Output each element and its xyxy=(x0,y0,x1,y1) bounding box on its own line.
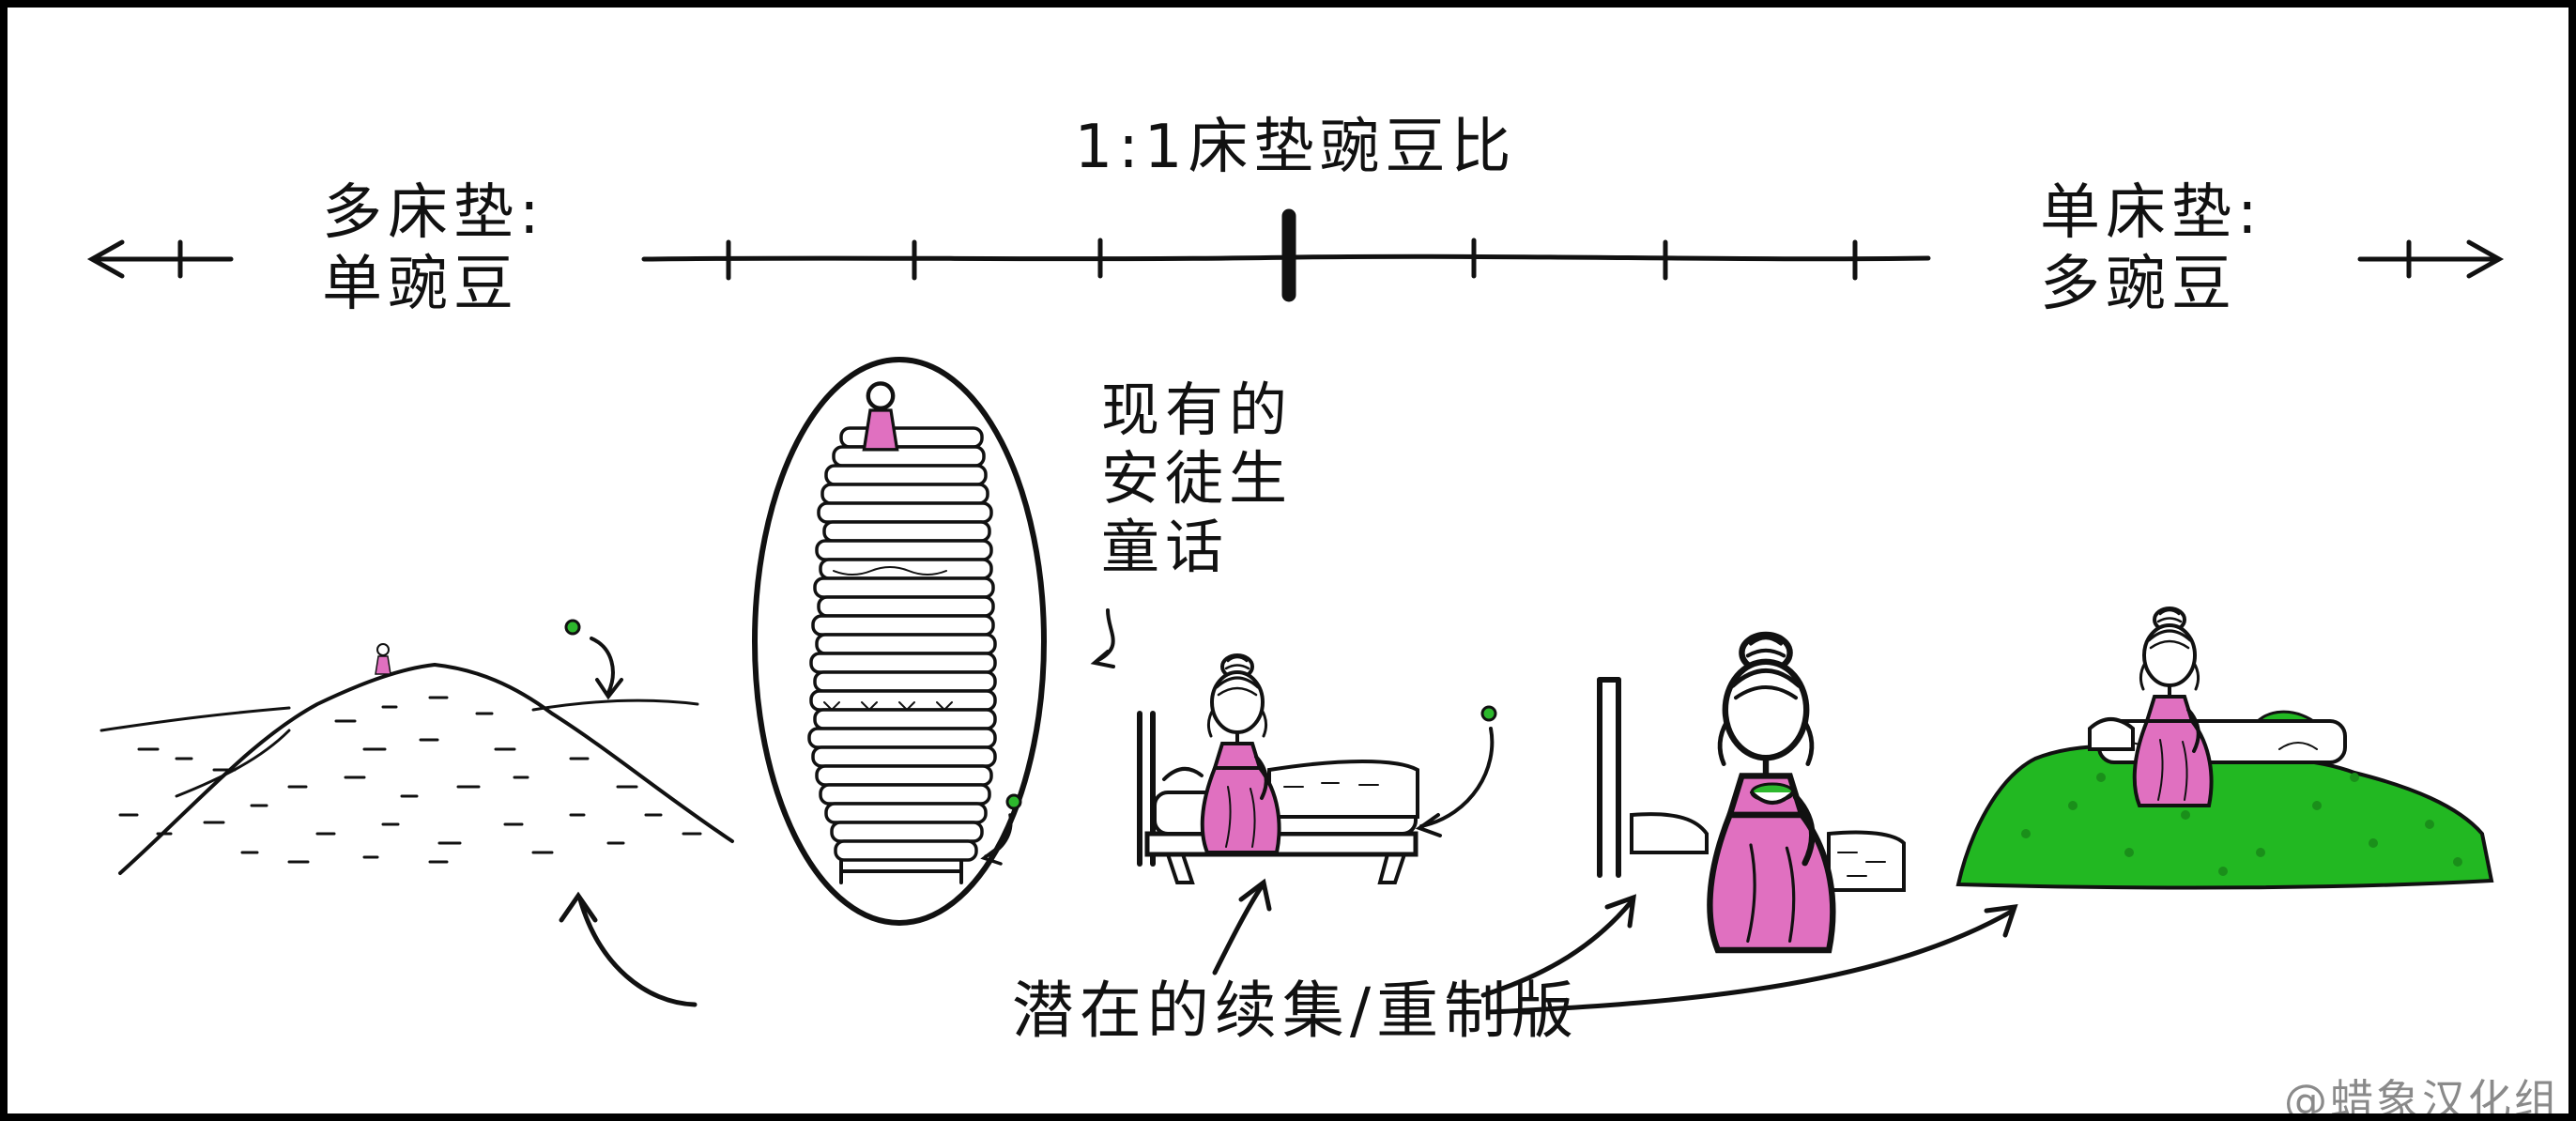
original-tale-label: 现有的 安徒生 童话 xyxy=(1101,376,1293,581)
highlight-oval xyxy=(752,357,1047,926)
mountain-hatching xyxy=(118,696,702,864)
watermark: @蜡象汉化组 xyxy=(2284,1075,2560,1121)
pea-pile xyxy=(1955,744,2494,890)
scale-title: 1:1床垫豌豆比 xyxy=(1074,113,1517,182)
right-extreme-label: 单床垫: 多豌豆 xyxy=(2040,178,2263,320)
ratio-scale xyxy=(86,208,2505,302)
comic-illustration xyxy=(86,208,2505,1015)
right-arrowhead-icon xyxy=(2466,239,2505,279)
left-extreme-line-1: 多床垫: xyxy=(322,178,545,248)
scene-close-up xyxy=(1597,635,1906,950)
scale-ticks xyxy=(726,238,1858,281)
scene-single-bed xyxy=(1137,653,1497,884)
original-tale-line-1: 现有的 xyxy=(1101,376,1294,444)
pea-icon xyxy=(564,619,581,636)
scene-mountain xyxy=(100,619,734,875)
mattress-stack xyxy=(807,426,997,862)
left-arrowhead-icon xyxy=(86,239,125,279)
original-tale-line-2: 安徒生 xyxy=(1101,444,1294,514)
left-extreme-label: 多床垫: 单豌豆 xyxy=(322,178,545,320)
right-extreme-line-2: 多豌豆 xyxy=(2040,249,2237,319)
sequels-label: 潜在的续集/重制版 xyxy=(1011,975,1580,1047)
pea-icon xyxy=(1480,705,1497,722)
scene-original-tale xyxy=(752,357,1115,926)
pea-icon xyxy=(1005,793,1022,810)
left-extreme-line-2: 单豌豆 xyxy=(322,249,519,319)
right-extreme-line-1: 单床垫: xyxy=(2040,178,2263,248)
sequel-arrows xyxy=(559,878,2018,1015)
scene-pea-mountain xyxy=(1955,607,2494,890)
original-tale-line-3: 童话 xyxy=(1101,513,1230,582)
